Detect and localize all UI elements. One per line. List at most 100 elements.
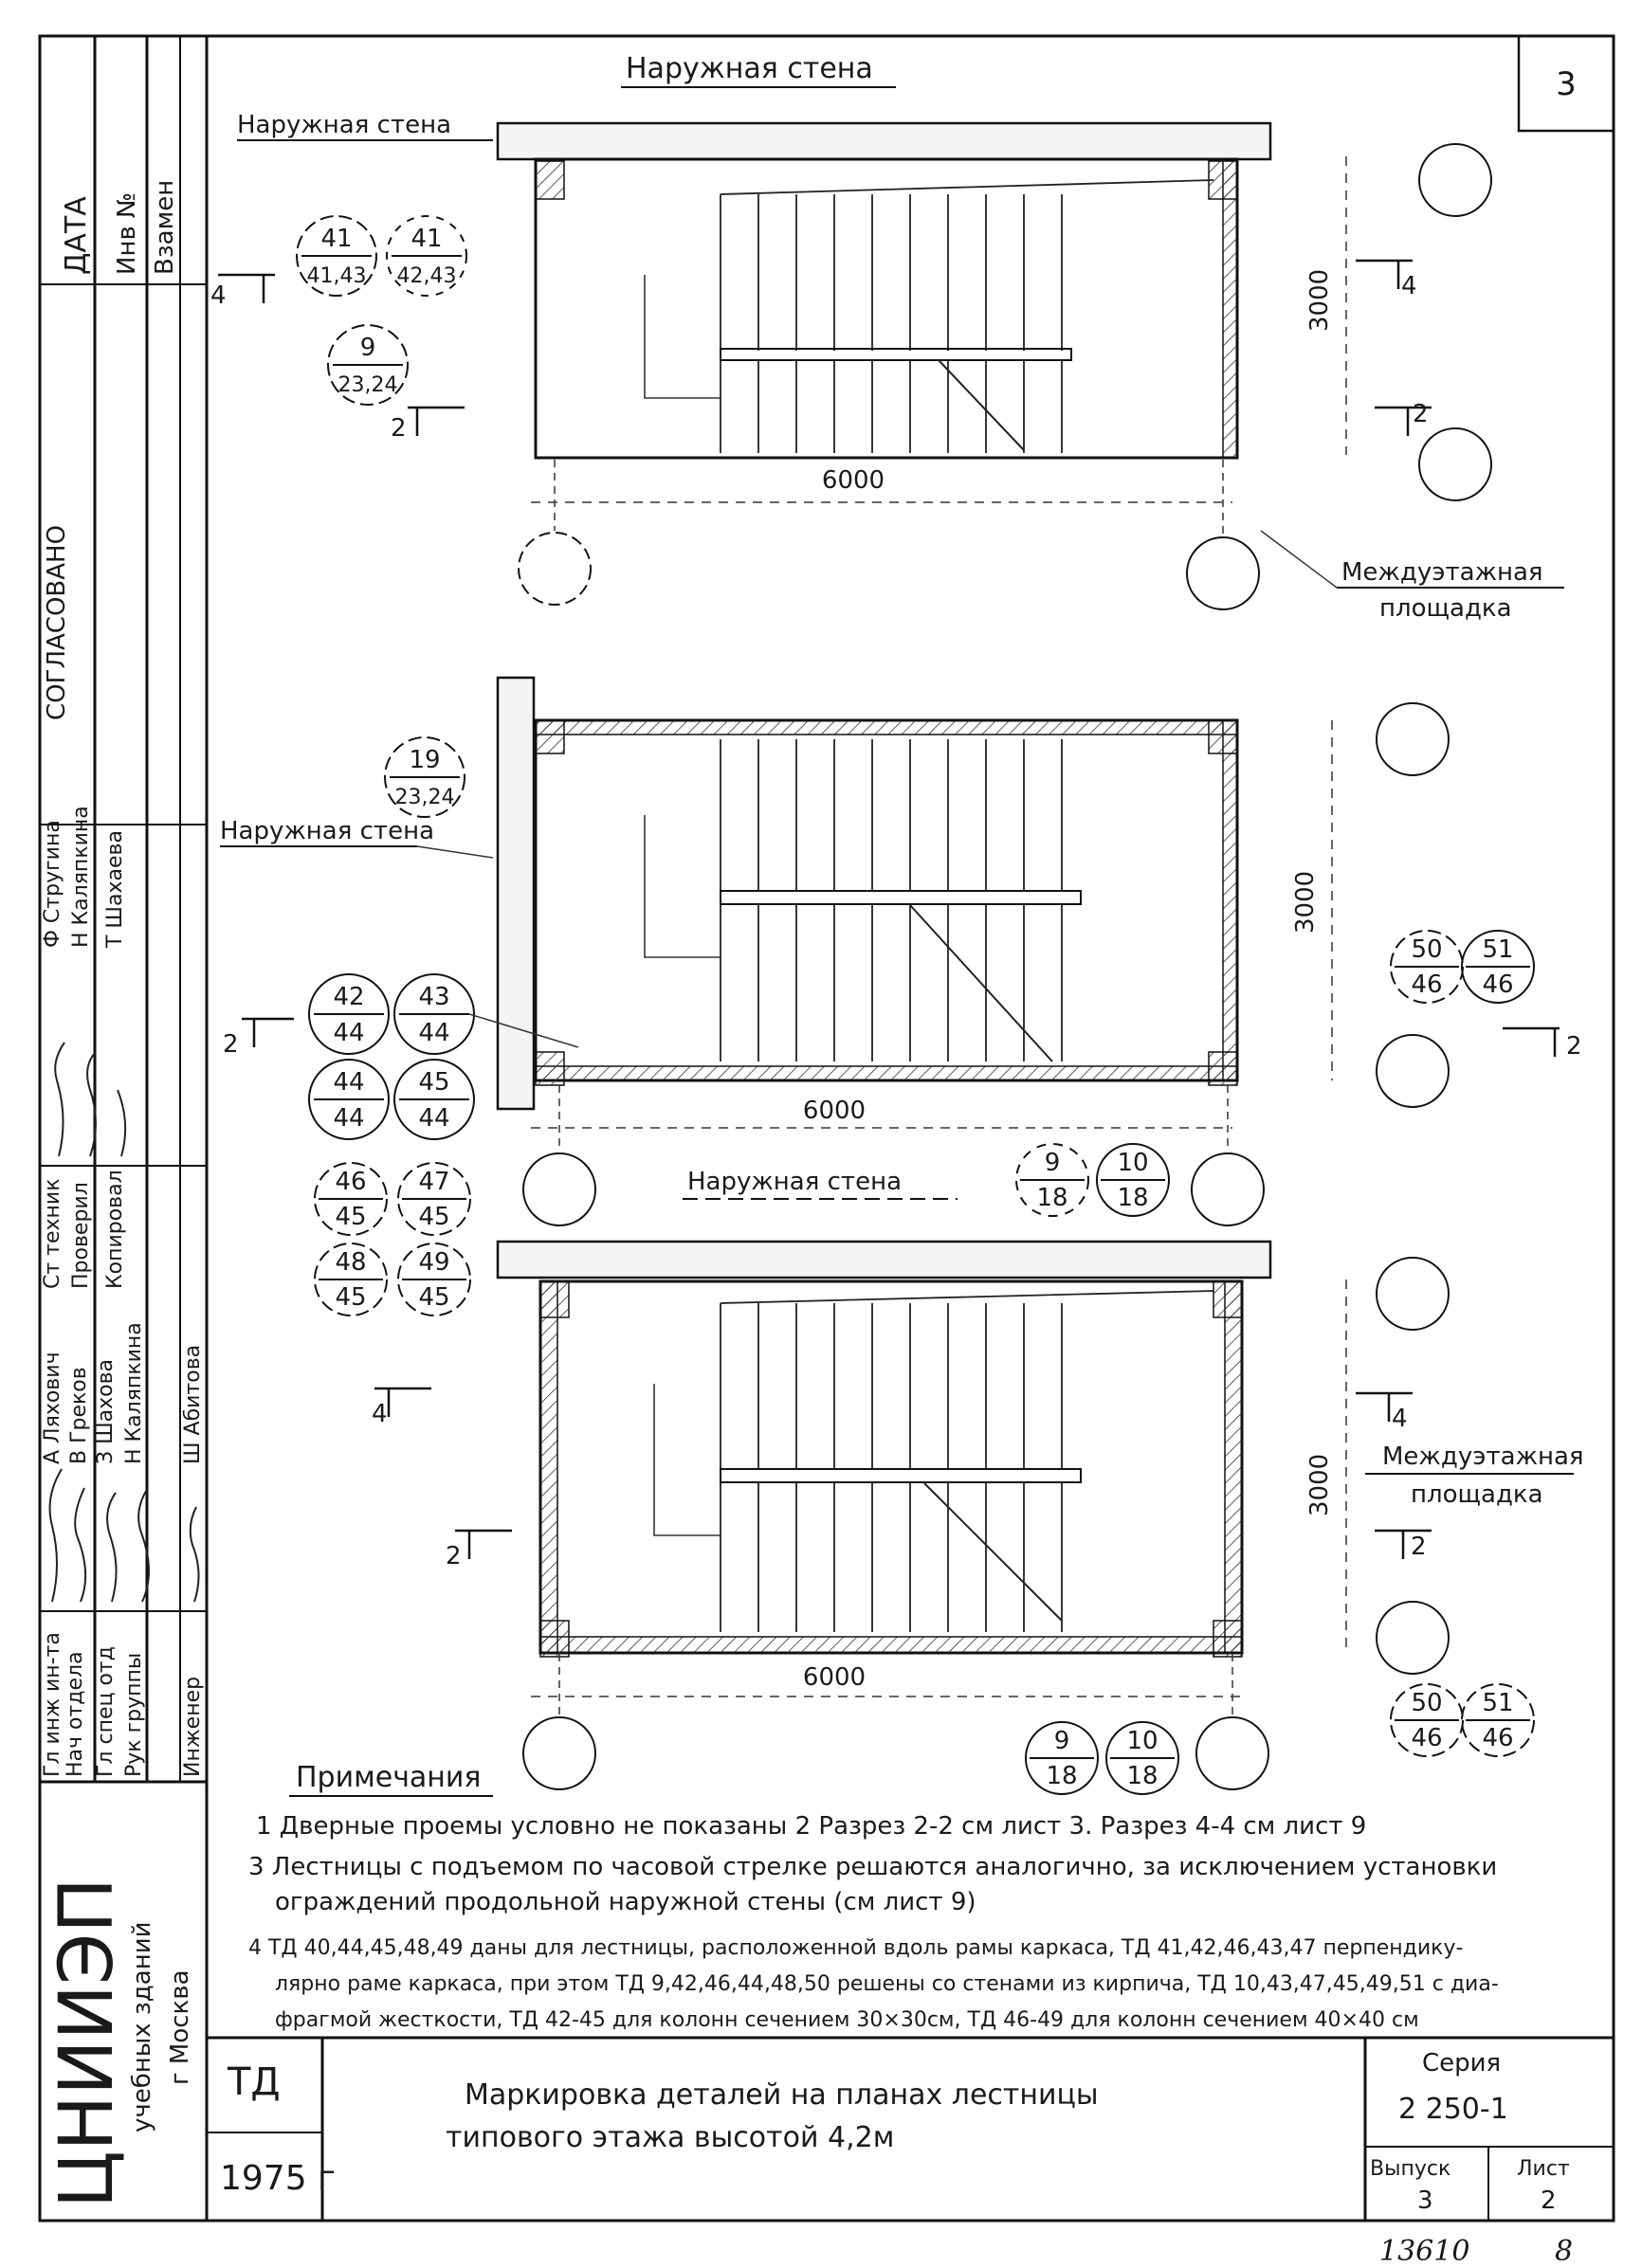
section-2-right-3: 2 — [1411, 1533, 1427, 1561]
detail-49-top: 49 — [418, 1248, 449, 1277]
detail-46-bottom: 45 — [335, 1203, 366, 1231]
detail-51b-top: 51 — [1482, 1689, 1513, 1717]
signatures — [48, 1042, 200, 1603]
detail-51-bottom: 46 — [1482, 971, 1513, 999]
detail-42-bottom: 44 — [333, 1019, 364, 1047]
detail-50b-top: 50 — [1411, 1689, 1442, 1717]
section-2-left-3: 2 — [446, 1542, 462, 1570]
detail-9c-bottom: 18 — [1046, 1762, 1077, 1790]
detail-41-bottom: 41,43 — [307, 264, 367, 288]
detail-51-top: 51 — [1482, 935, 1513, 964]
detail-41b-top: 41 — [410, 225, 442, 253]
detail-44-bottom: 44 — [333, 1104, 364, 1133]
series-label: Серия — [1422, 2049, 1501, 2077]
series-value: 2 250-1 — [1398, 2093, 1508, 2126]
name-5: Ш Абитова — [181, 1345, 205, 1464]
note-line-2: 3 Лестницы с подъемом по часовой стрелке… — [248, 1853, 1497, 1881]
dim-width-2: 3000 — [1291, 871, 1320, 934]
mid-landing-label-1b: площадка — [1379, 594, 1512, 623]
detail-50-top: 50 — [1411, 935, 1442, 964]
name-8: Т Шахаева — [103, 830, 127, 949]
name-2: В Греков — [67, 1367, 91, 1464]
detail-51b-bottom: 46 — [1482, 1724, 1513, 1752]
title-line-2: типового этажа высотой 4,2м — [446, 2121, 894, 2154]
page-number: 8 — [1555, 2235, 1573, 2268]
detail-48-top: 48 — [335, 1248, 366, 1277]
outer-wall-label-3: Наружная стена — [687, 1168, 902, 1196]
title-line-1: Маркировка деталей на планах лестницы — [465, 2078, 1099, 2112]
stair-plan-3: 6000 3000 4 2 4 2 Междуэтажная площадка — [372, 1240, 1584, 1795]
name-3: З Шахова — [94, 1359, 118, 1464]
detail-41-top: 41 — [320, 225, 352, 253]
detail-47-bottom: 45 — [418, 1203, 449, 1231]
detail-10-top: 10 — [1117, 1149, 1148, 1177]
replaces-label: Взамен — [151, 180, 179, 275]
section-4-left-3: 4 — [372, 1400, 388, 1428]
note-line-3: ограждений продольной наружной стены (см… — [275, 1888, 976, 1916]
issue-label: Выпуск — [1370, 2157, 1450, 2181]
detail-41b-bottom: 42,43 — [397, 264, 457, 288]
stair-plan-1: Наружная стена Наружная стена — [210, 52, 1564, 623]
sheet-number: 3 — [1556, 65, 1577, 103]
detail-bubbles-1 — [296, 215, 467, 406]
detail-50b-bottom: 46 — [1411, 1724, 1442, 1752]
role-1: Гл инж ин-та — [41, 1632, 64, 1777]
section-2-right-2: 2 — [1566, 1032, 1582, 1061]
side-block: ДАТА Инв № Взамен СОГЛАСОВАНО Гл инж ин-… — [41, 180, 205, 2208]
detail-45-bottom: 44 — [418, 1104, 449, 1133]
dim-length-3: 6000 — [803, 1663, 866, 1692]
sheet-frame — [38, 34, 1615, 2223]
detail-19-top: 19 — [409, 746, 440, 774]
role-6: Ст техник — [41, 1178, 64, 1289]
detail-10b-top: 10 — [1126, 1727, 1158, 1755]
date-label: ДАТА — [60, 196, 93, 275]
detail-47-top: 47 — [418, 1168, 449, 1196]
notes: Примечания 1 Дверные проемы условно не п… — [248, 1761, 1499, 2032]
detail-bubbles-3 — [1025, 1683, 1535, 1795]
name-1: А Ляхович — [41, 1352, 64, 1464]
dim-width-1: 3000 — [1305, 269, 1334, 332]
stair-plan-2: 6000 3000 Наружная стена Наружная стена … — [220, 676, 1582, 1316]
doc-code: ТД — [227, 2060, 281, 2104]
role-3: Гл спец отд — [94, 1646, 118, 1777]
detail-9-top: 9 — [360, 334, 376, 362]
detail-50-bottom: 46 — [1411, 971, 1442, 999]
org-main: ЦНИИЭП — [45, 1878, 130, 2208]
notes-heading: Примечания — [296, 1761, 481, 1794]
detail-19-bottom: 23,24 — [395, 786, 455, 809]
mid-landing-label-1: Междуэтажная — [1341, 558, 1543, 587]
dim-length-2: 6000 — [803, 1097, 866, 1125]
note-line-5: лярно раме каркаса, при этом ТД 9,42,46,… — [275, 1972, 1499, 1996]
name-4: Н Каляпкина — [122, 1322, 146, 1464]
detail-48-bottom: 45 — [335, 1283, 366, 1312]
role-5: Инженер — [181, 1677, 205, 1777]
role-7: Проверил — [69, 1182, 93, 1289]
org-city: г Москва — [166, 1969, 194, 2085]
note-line-4: 4 ТД 40,44,45,48,49 даны для лестницы, р… — [248, 1936, 1463, 1960]
name-6: Ф Стругина — [41, 820, 64, 948]
detail-9b-bottom: 18 — [1036, 1184, 1067, 1212]
title-block: ТД 1975 г Маркировка деталей на планах л… — [220, 2049, 1570, 2215]
detail-9-bottom: 23,24 — [338, 373, 398, 397]
section-4-left-1: 4 — [210, 281, 227, 310]
section-4-right-3: 4 — [1392, 1405, 1408, 1433]
role-2: Нач отдела — [64, 1651, 87, 1777]
detail-42-top: 42 — [333, 983, 364, 1011]
outer-wall-label-top: Наружная стена — [626, 52, 873, 85]
outer-wall-label-2: Наружная стена — [220, 817, 434, 845]
detail-43-top: 43 — [418, 983, 449, 1011]
section-4-right-1: 4 — [1401, 272, 1417, 300]
inv-no-label: Инв № — [113, 192, 141, 275]
role-4: Рук группы — [122, 1653, 146, 1777]
inventory-number: 13610 — [1379, 2235, 1469, 2268]
detail-44-top: 44 — [333, 1068, 364, 1097]
section-2-right-1: 2 — [1413, 400, 1429, 428]
section-2-left-1: 2 — [391, 414, 407, 443]
mid-landing-label-3b: площадка — [1411, 1480, 1543, 1509]
detail-9c-top: 9 — [1054, 1727, 1070, 1755]
note-line-6: фрагмой жесткости, ТД 42-45 для колонн с… — [275, 2008, 1419, 2032]
role-8: Копировал — [103, 1170, 127, 1289]
name-7: Н Каляпкина — [69, 806, 93, 948]
detail-49-bottom: 45 — [418, 1283, 449, 1312]
detail-10-bottom: 18 — [1117, 1184, 1148, 1212]
